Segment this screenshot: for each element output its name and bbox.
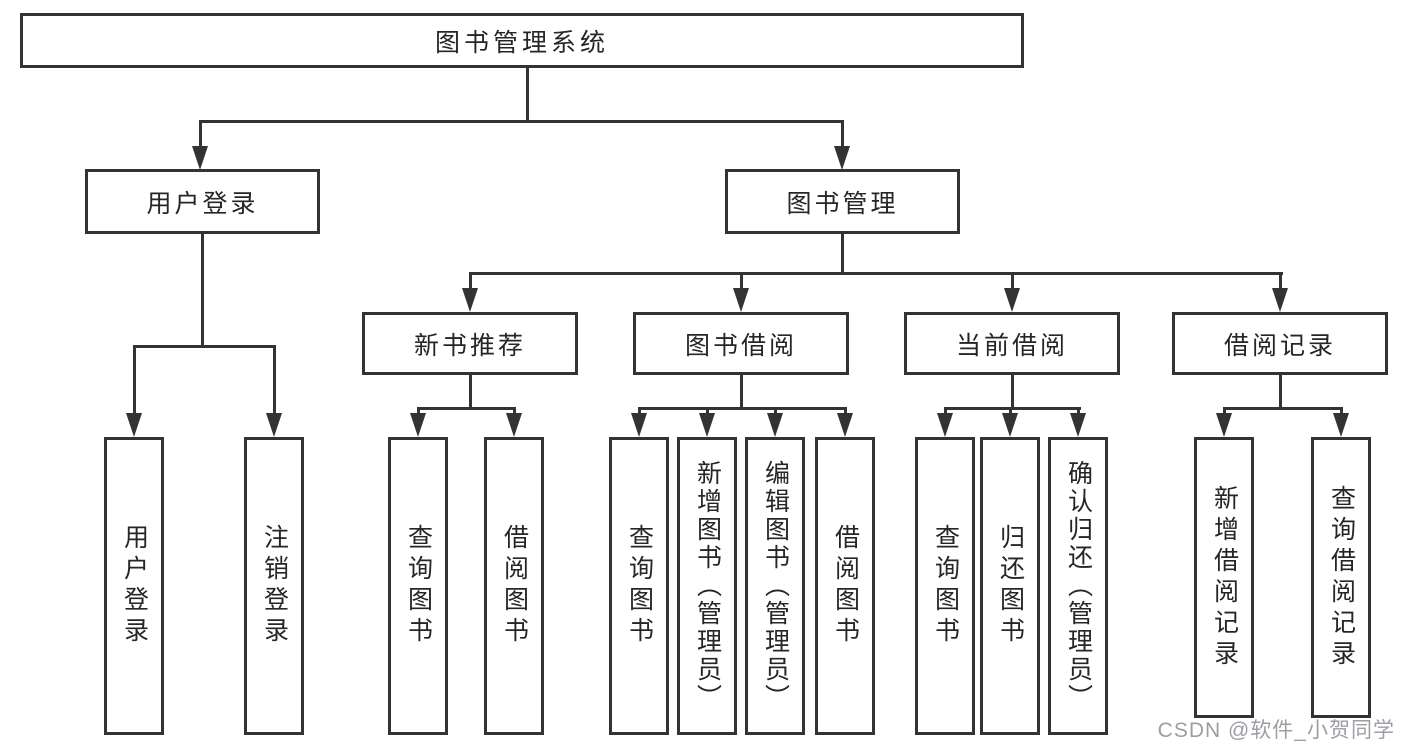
node-label: 当前借阅 [955,331,1068,360]
leaf-return-books: 归还图书 [980,437,1040,735]
node-label: 借阅图书 [831,524,860,648]
node-label: 用户登录 [146,189,259,218]
node-label: 新增图书（管理员） [693,460,722,712]
connector-line [417,407,516,410]
connector-line [133,345,276,348]
connector-line [1279,272,1282,290]
arrow-down-icon [1272,288,1288,312]
node-label: 借阅记录 [1223,331,1336,360]
connector-line [841,234,844,272]
arrow-down-icon [699,413,715,437]
connector-line [199,120,202,148]
node-label: 图书管理系统 [434,28,609,57]
connector-line [133,345,136,415]
arrow-down-icon [733,288,749,312]
connector-line [944,407,947,415]
leaf-borrow-books-recommend: 借阅图书 [484,437,544,735]
node-label: 图书管理 [786,189,899,218]
connector-line [706,407,709,415]
leaf-confirm-return-admin: 确认归还（管理员） [1048,437,1108,735]
connector-line [1011,272,1014,290]
arrow-down-icon [126,413,142,437]
node-label: 新书推荐 [413,331,526,360]
leaf-add-borrow-record: 新增借阅记录 [1194,437,1254,718]
arrow-down-icon [1216,413,1232,437]
connector-line [1223,407,1343,410]
arrow-down-icon [192,146,208,170]
node-borrow-records: 借阅记录 [1172,312,1388,375]
node-book-borrow: 图书借阅 [633,312,849,375]
leaf-user-login: 用户登录 [104,437,164,735]
node-current-borrow: 当前借阅 [904,312,1120,375]
arrow-down-icon [1004,288,1020,312]
watermark-text: CSDN @软件_小贺同学 [1157,719,1395,742]
connector-line [1279,375,1282,407]
node-label: 查询图书 [625,524,654,648]
arrow-down-icon [462,288,478,312]
leaf-borrow-books: 借阅图书 [815,437,875,735]
arrow-down-icon [631,413,647,437]
arrow-down-icon [937,413,953,437]
connector-line [774,407,777,415]
arrow-down-icon [837,413,853,437]
arrow-down-icon [767,413,783,437]
node-new-book-recommend: 新书推荐 [362,312,578,375]
connector-line [1340,407,1343,415]
arrow-down-icon [1002,413,1018,437]
leaf-logout: 注销登录 [244,437,304,735]
node-label: 归还图书 [996,524,1025,648]
node-label: 查询图书 [931,524,960,648]
leaf-edit-book-admin: 编辑图书（管理员） [745,437,805,735]
connector-line [740,375,743,407]
connector-line [513,407,516,415]
connector-line [844,407,847,415]
leaf-add-book-admin: 新增图书（管理员） [677,437,737,735]
connector-line [1077,407,1080,415]
node-label: 注销登录 [260,524,289,648]
connector-line [199,120,844,123]
node-label: 确认归还（管理员） [1064,460,1093,712]
connector-line [469,272,472,290]
connector-line [841,120,844,148]
arrow-down-icon [410,413,426,437]
arrow-down-icon [834,146,850,170]
arrow-down-icon [506,413,522,437]
arrow-down-icon [1333,413,1349,437]
node-book-management: 图书管理 [725,169,960,234]
connector-line [638,407,847,410]
node-label: 借阅图书 [500,524,529,648]
leaf-query-books-recommend: 查询图书 [388,437,448,735]
node-label: 编辑图书（管理员） [761,460,790,712]
leaf-query-books-current: 查询图书 [915,437,975,735]
connector-line [1011,375,1014,407]
node-label: 新增借阅记录 [1210,484,1239,671]
connector-line [638,407,641,415]
node-label: 用户登录 [120,524,149,648]
leaf-query-books-borrow: 查询图书 [609,437,669,735]
arrow-down-icon [266,413,282,437]
node-user-login: 用户登录 [85,169,320,234]
arrow-down-icon [1070,413,1086,437]
connector-line [469,375,472,407]
node-label: 查询图书 [404,524,433,648]
connector-line [944,407,1081,410]
node-label: 查询借阅记录 [1327,484,1356,671]
connector-line [417,407,420,415]
node-label: 图书借阅 [684,331,797,360]
leaf-query-borrow-record: 查询借阅记录 [1311,437,1371,718]
node-library-system: 图书管理系统 [20,13,1024,68]
connector-line [526,68,529,120]
connector-line [1009,407,1012,415]
connector-line [469,272,1283,275]
connector-line [1223,407,1226,415]
connector-line [740,272,743,290]
connector-line [273,345,276,415]
connector-line [201,234,204,345]
